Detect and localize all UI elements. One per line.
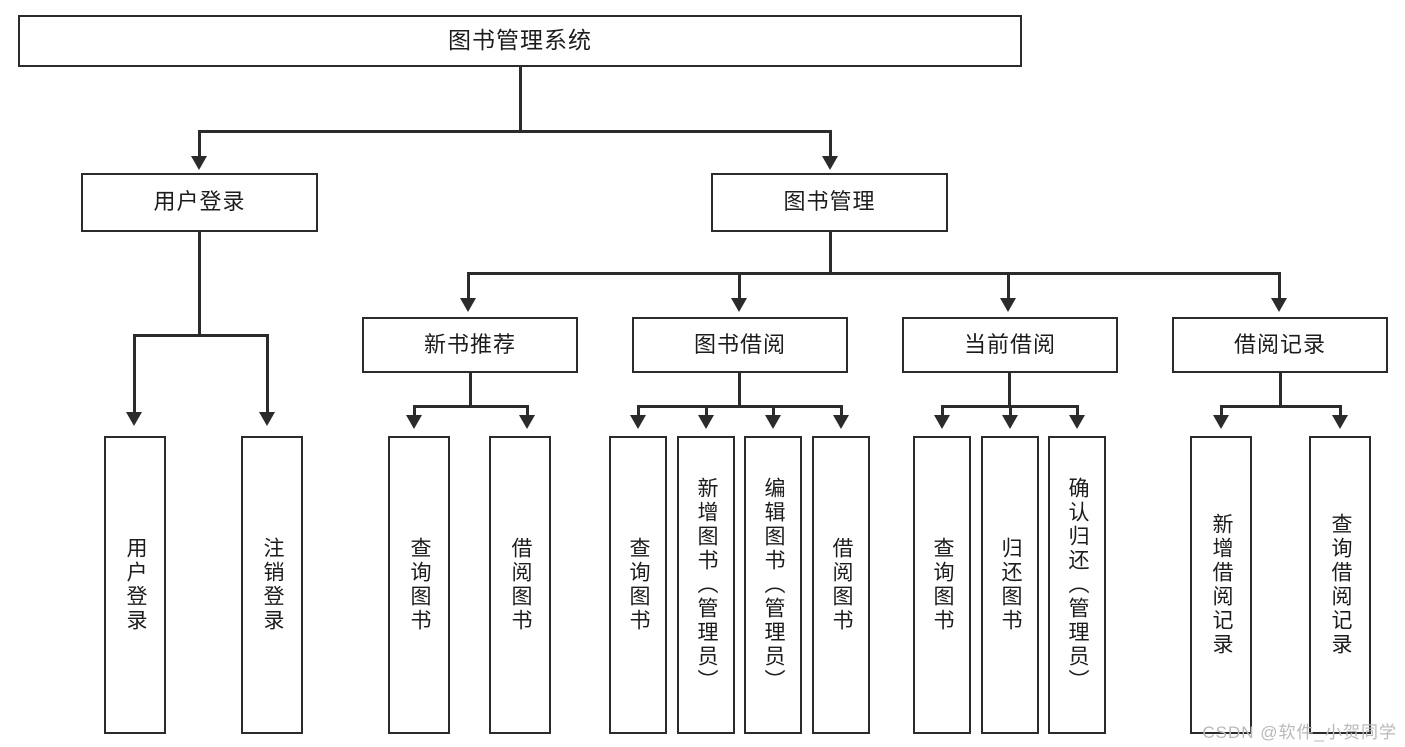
arrowhead-leaf-query-record xyxy=(1332,415,1348,429)
connector-bm-drop-borrow-record xyxy=(1278,272,1281,300)
connector-bb-drop-1 xyxy=(637,405,640,417)
leaf-borrow-books-new-book[interactable]: 借阅图书 xyxy=(489,436,551,734)
leaf-confirm-return-admin[interactable]: 确认归还（管理员） xyxy=(1048,436,1106,734)
connector-borrow-record-stem xyxy=(1279,373,1282,408)
arrowhead-leaf-logout xyxy=(259,412,275,426)
arrowhead-leaf-add-book xyxy=(698,415,714,429)
node-current-borrow[interactable]: 当前借阅 xyxy=(902,317,1118,373)
connector-new-book-bus xyxy=(413,405,529,408)
connector-new-book-drop-1 xyxy=(413,405,416,417)
connector-book-borrow-bus xyxy=(637,405,843,408)
node-label: 当前借阅 xyxy=(963,331,1056,357)
leaf-label: 编辑图书（管理员） xyxy=(762,477,786,693)
connector-book-management-bus xyxy=(467,272,1278,275)
arrowhead-book-borrow xyxy=(731,298,747,312)
connector-book-borrow-stem xyxy=(738,373,741,408)
leaf-logout[interactable]: 注销登录 xyxy=(241,436,303,734)
leaf-label: 用户登录 xyxy=(124,537,148,633)
leaf-edit-book-admin[interactable]: 编辑图书（管理员） xyxy=(744,436,802,734)
leaf-label: 查询借阅记录 xyxy=(1329,513,1353,657)
leaf-label: 借阅图书 xyxy=(830,537,854,633)
leaf-label: 借阅图书 xyxy=(509,537,533,633)
node-label: 图书借阅 xyxy=(693,331,786,357)
arrowhead-book-management xyxy=(822,156,838,170)
node-book-borrow[interactable]: 图书借阅 xyxy=(632,317,848,373)
leaf-label: 归还图书 xyxy=(999,537,1023,633)
arrowhead-leaf-user-login xyxy=(126,412,142,426)
arrowhead-leaf-borrow-books-2 xyxy=(833,415,849,429)
arrowhead-leaf-edit-book xyxy=(765,415,781,429)
arrowhead-user-login xyxy=(191,156,207,170)
leaf-add-borrow-record[interactable]: 新增借阅记录 xyxy=(1190,436,1252,734)
leaf-add-book-admin[interactable]: 新增图书（管理员） xyxy=(677,436,735,734)
leaf-user-login[interactable]: 用户登录 xyxy=(104,436,166,734)
connector-new-book-stem xyxy=(469,373,472,408)
arrowhead-leaf-return-book xyxy=(1002,415,1018,429)
leaf-query-books-current[interactable]: 查询图书 xyxy=(913,436,971,734)
connector-cb-drop-2 xyxy=(1009,405,1012,417)
leaf-query-borrow-record[interactable]: 查询借阅记录 xyxy=(1309,436,1371,734)
leaf-label: 新增借阅记录 xyxy=(1210,513,1234,657)
node-label: 图书管理 xyxy=(783,189,876,215)
connector-bm-drop-current-borrow xyxy=(1007,272,1010,300)
leaf-label: 查询图书 xyxy=(408,537,432,633)
node-borrow-record[interactable]: 借阅记录 xyxy=(1172,317,1388,373)
connector-bm-drop-book-borrow xyxy=(738,272,741,300)
leaf-label: 注销登录 xyxy=(261,537,285,633)
connector-br-drop-2 xyxy=(1339,405,1342,417)
arrowhead-leaf-query-books-2 xyxy=(630,415,646,429)
connector-current-borrow-stem xyxy=(1008,373,1011,408)
connector-root-stem xyxy=(519,67,522,132)
leaf-label: 确认归还（管理员） xyxy=(1066,477,1090,693)
connector-root-to-book-management xyxy=(829,130,832,158)
connector-user-login-stem xyxy=(198,232,201,337)
connector-new-book-drop-2 xyxy=(526,405,529,417)
node-root-book-management-system[interactable]: 图书管理系统 xyxy=(18,15,1022,67)
connector-user-login-bus xyxy=(133,334,269,337)
connector-bm-drop-new-books xyxy=(467,272,470,300)
connector-root-to-user-login xyxy=(198,130,201,158)
leaf-query-books-borrow[interactable]: 查询图书 xyxy=(609,436,667,734)
arrowhead-leaf-borrow-books-1 xyxy=(519,415,535,429)
node-label: 用户登录 xyxy=(153,189,246,215)
arrowhead-leaf-confirm-return xyxy=(1069,415,1085,429)
leaf-label: 查询图书 xyxy=(931,537,955,633)
leaf-label: 查询图书 xyxy=(627,537,651,633)
leaf-borrow-books-borrow[interactable]: 借阅图书 xyxy=(812,436,870,734)
connector-book-management-stem xyxy=(829,232,832,274)
node-new-book-recommend[interactable]: 新书推荐 xyxy=(362,317,578,373)
arrowhead-new-book-recommend xyxy=(460,298,476,312)
connector-cb-drop-3 xyxy=(1076,405,1079,417)
leaf-return-books[interactable]: 归还图书 xyxy=(981,436,1039,734)
arrowhead-leaf-add-record xyxy=(1213,415,1229,429)
node-label: 新书推荐 xyxy=(423,331,516,357)
node-label: 图书管理系统 xyxy=(448,27,592,54)
connector-user-login-drop-2 xyxy=(266,334,269,414)
connector-bb-drop-4 xyxy=(840,405,843,417)
connector-borrow-record-bus xyxy=(1220,405,1342,408)
connector-br-drop-1 xyxy=(1220,405,1223,417)
connector-bb-drop-2 xyxy=(705,405,708,417)
arrowhead-leaf-query-books-1 xyxy=(406,415,422,429)
leaf-label: 新增图书（管理员） xyxy=(695,477,719,693)
arrowhead-current-borrow xyxy=(1000,298,1016,312)
arrowhead-borrow-record xyxy=(1271,298,1287,312)
connector-cb-drop-1 xyxy=(941,405,944,417)
connector-bb-drop-3 xyxy=(772,405,775,417)
leaf-query-books-new-book[interactable]: 查询图书 xyxy=(388,436,450,734)
node-label: 借阅记录 xyxy=(1233,331,1326,357)
node-user-login[interactable]: 用户登录 xyxy=(81,173,318,232)
connector-root-bus xyxy=(198,130,832,133)
connector-user-login-drop-1 xyxy=(133,334,136,414)
arrowhead-leaf-query-books-3 xyxy=(934,415,950,429)
node-book-management[interactable]: 图书管理 xyxy=(711,173,948,232)
